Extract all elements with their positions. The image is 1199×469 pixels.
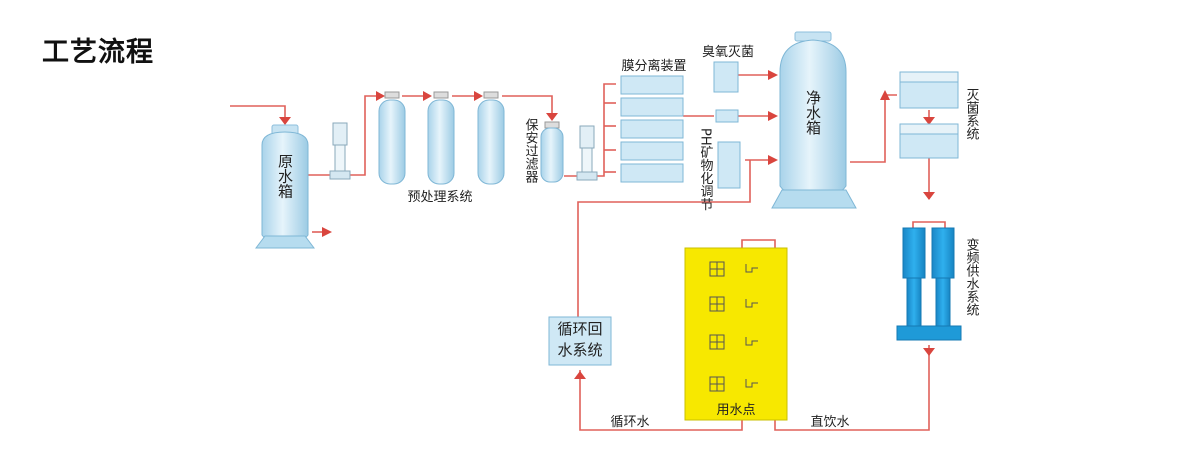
ph-label: PH矿物化调节 [698, 128, 714, 211]
membrane-label: 膜分离装置 [621, 58, 686, 74]
use-point-taps [709, 261, 758, 392]
sterilization-system: 灭菌系统 [899, 71, 980, 159]
raw-water-tank: 原水箱 [255, 124, 315, 249]
arrow-pre1 [376, 91, 385, 101]
pump-2 [576, 125, 598, 181]
arrow-steril-mid [923, 117, 935, 125]
arrow-ph [768, 111, 778, 121]
vfd-supply-pumps: 变频供水系统 [896, 227, 980, 341]
use-point-panel: 用水点 [684, 247, 788, 421]
clean-water-tank: 净水箱 [771, 31, 857, 209]
arrow-raw-out [322, 227, 332, 237]
vfd-label: 变频供水系统 [964, 237, 980, 317]
recirc-system-label: 循环回水系统 [557, 320, 603, 359]
security-filter: 保安过滤器 [523, 118, 564, 184]
ozone-label: 臭氧灭菌 [702, 45, 754, 60]
arrow-return [768, 155, 778, 165]
use-point-label: 用水点 [716, 403, 755, 418]
recirc-water-label: 循环水 [610, 415, 649, 430]
arrow-security [546, 113, 558, 121]
ph-adjuster: PH矿物化调节 [698, 109, 741, 211]
ozone-sterilizer: 臭氧灭菌 [702, 45, 754, 93]
membrane-unit: 膜分离装置 [620, 58, 687, 183]
direct-drink-label: 直饮水 [810, 415, 849, 430]
pretreatment-vessels: 预处理系统 [378, 91, 505, 205]
arrow-vfd-down [923, 348, 935, 356]
arrow-ozone [768, 70, 778, 80]
arrow-recirc-up [574, 371, 586, 379]
page-title: 工艺流程 [42, 37, 154, 68]
recirc-system-box: 循环回水系统 [548, 316, 612, 366]
arrow-vfd [923, 192, 935, 200]
arrow-pre3 [474, 91, 483, 101]
pretreatment-label: 预处理系统 [407, 190, 472, 205]
flow-arrows [279, 70, 935, 379]
clean-tank-label: 净水箱 [804, 90, 822, 135]
raw-tank-label: 原水箱 [276, 154, 294, 199]
arrow-steril-in [880, 90, 890, 100]
sterilization-label: 灭菌系统 [964, 88, 980, 141]
arrow-pre2 [423, 91, 432, 101]
arrow-inlet [279, 117, 291, 125]
pump-1 [329, 122, 351, 180]
security-filter-label: 保安过滤器 [523, 118, 539, 184]
